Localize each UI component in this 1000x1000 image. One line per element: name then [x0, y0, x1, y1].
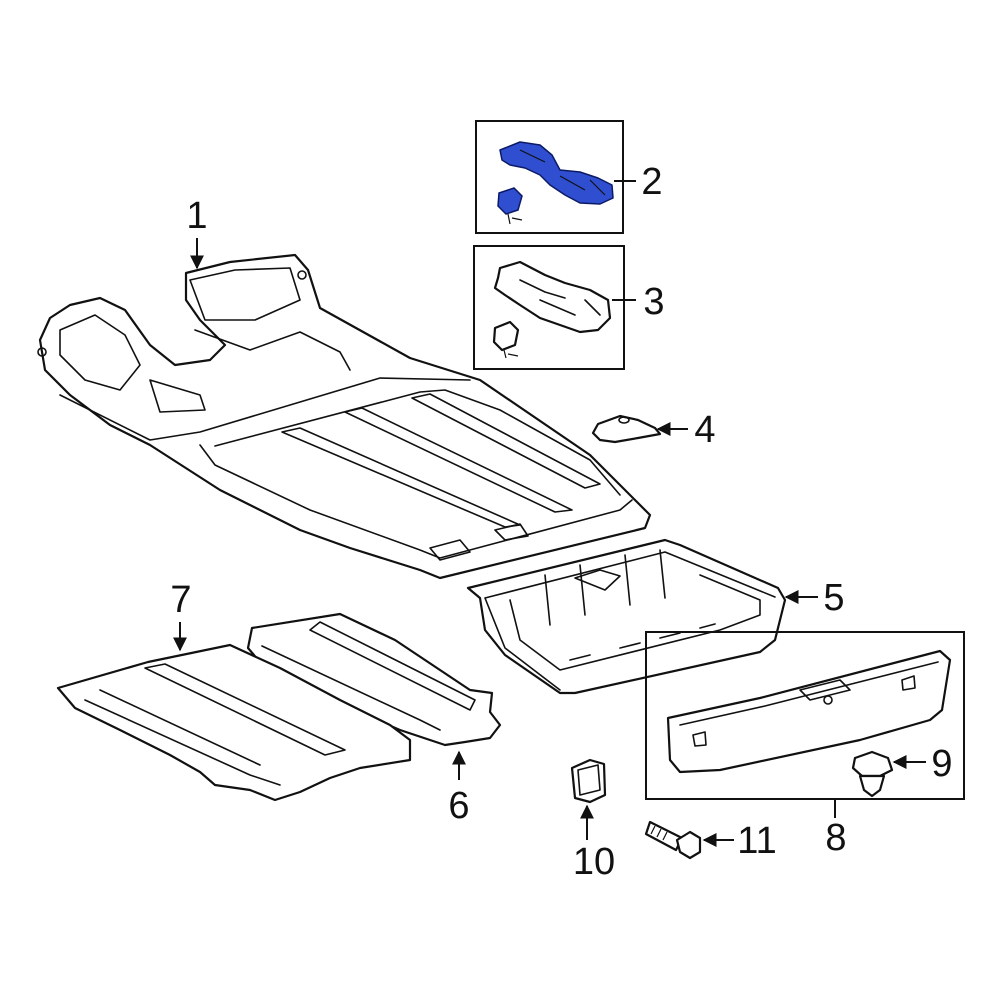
callout-9[interactable]: 9 — [931, 743, 952, 785]
callout-1[interactable]: 1 — [186, 195, 207, 237]
leader-lines — [173, 180, 926, 847]
part-3-bracket[interactable] — [492, 260, 612, 359]
callout-10[interactable]: 10 — [573, 841, 615, 883]
callout-4[interactable]: 4 — [694, 409, 715, 451]
callout-5[interactable]: 5 — [823, 577, 844, 619]
callout-7[interactable]: 7 — [170, 579, 191, 621]
callout-8[interactable]: 8 — [825, 817, 846, 859]
part-1-floor-panel[interactable] — [37, 253, 652, 580]
part-4-bracket[interactable] — [591, 414, 662, 444]
callout-3[interactable]: 3 — [643, 281, 664, 323]
callout-2[interactable]: 2 — [641, 161, 662, 203]
part-3-box — [473, 245, 625, 370]
part-2-bracket[interactable] — [497, 141, 614, 225]
callout-6[interactable]: 6 — [448, 785, 469, 827]
part-9-clip[interactable] — [851, 750, 894, 798]
part-2-clip — [497, 187, 523, 215]
part-11-bolt[interactable] — [644, 820, 702, 860]
part-10-plug[interactable] — [570, 758, 607, 804]
part-8-trim-panel[interactable] — [666, 649, 952, 774]
part-2-bracket-shape — [499, 141, 614, 205]
part-5-rear-tub[interactable] — [466, 538, 787, 695]
callout-11[interactable]: 11 — [737, 820, 776, 862]
part-8-box — [645, 631, 965, 800]
part-2-box — [475, 120, 624, 234]
part-7-floor-pad[interactable] — [56, 643, 412, 802]
